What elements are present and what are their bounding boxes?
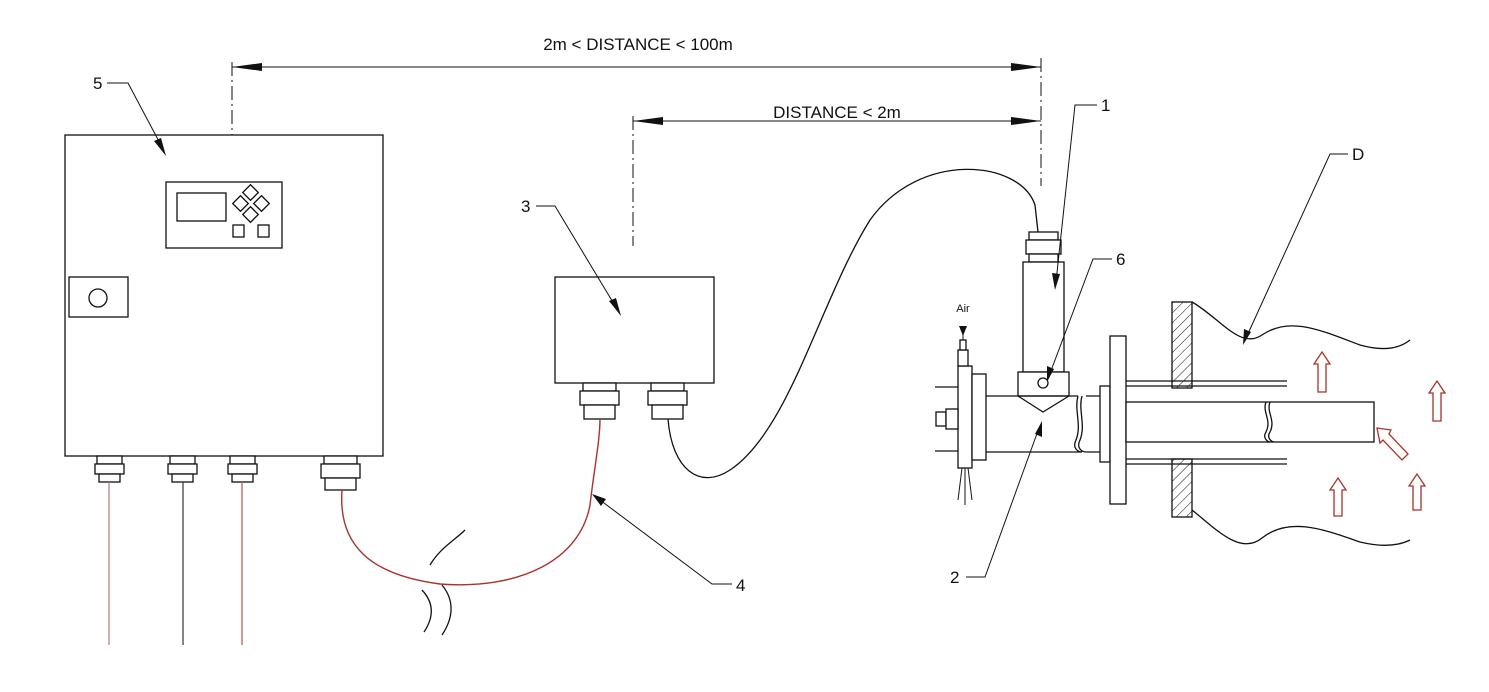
- dimension-long-text: 2m < DISTANCE < 100m: [543, 35, 733, 54]
- cable-gland-4: [320, 455, 361, 491]
- leader-arrow-icon: [609, 298, 621, 316]
- flow-arrow-up-icon: [1427, 379, 1447, 422]
- duct-outline-bottom: [1191, 509, 1411, 546]
- label-2: 2: [950, 421, 1042, 587]
- cable-break-mark: [441, 584, 452, 636]
- junction-gland-left: [579, 382, 620, 420]
- air-label: Air: [956, 303, 970, 315]
- control-unit: [64, 134, 384, 645]
- label-d-text: D: [1352, 145, 1364, 164]
- label-5-text: 5: [93, 74, 102, 93]
- dimension-short-text: DISTANCE < 2m: [773, 103, 901, 122]
- dim-arrow-left-icon: [232, 63, 262, 71]
- label-4: 4: [592, 494, 745, 595]
- flow-arrow-up-icon: [1312, 350, 1332, 393]
- leader-arrow-icon: [154, 138, 166, 156]
- flow-arrow-up-icon: [1407, 472, 1427, 511]
- junction-box: [554, 276, 715, 420]
- lcd-display: [176, 192, 227, 222]
- keypad-arrows-icon: [231, 183, 271, 224]
- leader-arrow-icon: [1047, 366, 1054, 382]
- dimension-short: DISTANCE < 2m: [633, 103, 1041, 125]
- label-5: 5: [93, 74, 166, 156]
- leader-arrow-icon: [592, 494, 606, 506]
- label-1-text: 1: [1101, 96, 1110, 115]
- cable-gland-3: [227, 455, 258, 483]
- label-3-text: 3: [521, 197, 530, 216]
- air-arrow-icon: [959, 326, 967, 336]
- cable-break-mark: [429, 529, 466, 566]
- flow-arrow-up-icon: [1328, 476, 1348, 517]
- port-6-icon: [1037, 377, 1049, 389]
- main-cable: [340, 418, 601, 586]
- label-1: 1: [1052, 96, 1110, 290]
- cable-break-mark: [421, 589, 432, 633]
- flow-arrows: [1312, 350, 1447, 517]
- label-6-text: 6: [1116, 250, 1125, 269]
- dimension-long: 2m < DISTANCE < 100m: [232, 35, 1041, 71]
- duct-outline-top: [1191, 301, 1411, 350]
- leader-arrow-icon: [1035, 421, 1042, 437]
- label-2-text: 2: [950, 568, 959, 587]
- dim-arrow-left-icon: [633, 117, 663, 125]
- probe-cable: [667, 168, 1039, 479]
- leader-arrow-icon: [1052, 273, 1060, 290]
- cable-gland-2: [167, 455, 198, 483]
- label-3: 3: [521, 197, 621, 316]
- label-6: 6: [1047, 250, 1125, 382]
- flow-arrow-diagonal-icon: [1376, 427, 1409, 461]
- cable-gland-1: [94, 455, 125, 483]
- dim-arrow-right-icon: [1011, 63, 1041, 71]
- junction-gland-right: [647, 382, 688, 420]
- leader-arrow-icon: [1243, 329, 1251, 345]
- duct-wall-top: [1171, 301, 1193, 389]
- key-button-left: [232, 224, 245, 238]
- switch-knob-icon: [88, 288, 108, 308]
- dim-arrow-right-icon: [1011, 117, 1041, 125]
- key-button-right: [257, 224, 270, 238]
- duct-wall-bottom: [1171, 458, 1193, 518]
- label-d: D: [1243, 145, 1364, 345]
- label-4-text: 4: [736, 576, 745, 595]
- probe-assembly: Air: [935, 231, 1375, 505]
